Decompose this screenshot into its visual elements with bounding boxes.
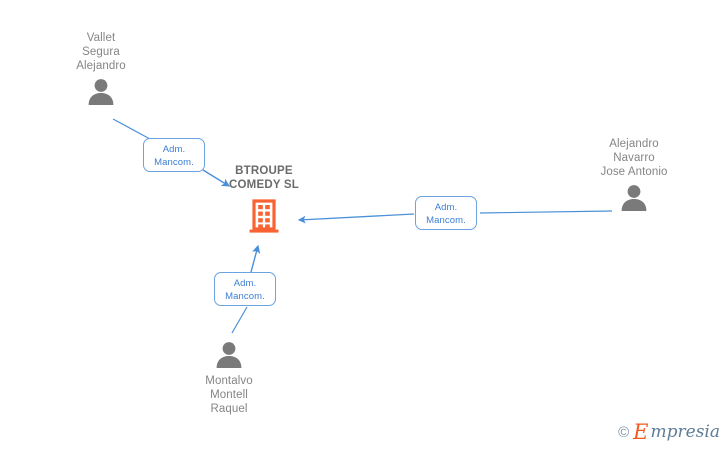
company-node-btroupe-comedy-sl[interactable]: BTROUPE COMEDY SL bbox=[184, 165, 344, 234]
edge-label-to-company-bottom bbox=[250, 244, 261, 273]
edge-vallet-to-label bbox=[112, 118, 151, 140]
person-node-alejandro-navarro-jose-antonio[interactable]: Alejandro Navarro Jose Antonio bbox=[564, 137, 704, 213]
person-icon bbox=[216, 342, 242, 368]
person-label-vallet-segura-alejandro: Vallet Segura Alejandro bbox=[76, 32, 126, 72]
person-label-montalvo-montell-raquel: Montalvo Montell Raquel bbox=[205, 375, 253, 415]
person-node-montalvo-montell-raquel[interactable]: Montalvo Montell Raquel bbox=[159, 336, 299, 416]
brand-name: mpresia bbox=[650, 422, 721, 442]
person-label-alejandro-navarro-jose-antonio: Alejandro Navarro Jose Antonio bbox=[600, 138, 668, 178]
person-icon bbox=[88, 79, 114, 105]
building-icon bbox=[249, 199, 279, 233]
person-node-vallet-segura-alejandro[interactable]: Vallet Segura Alejandro bbox=[31, 31, 171, 107]
brand-initial: E bbox=[633, 420, 649, 444]
company-name: BTROUPE COMEDY SL bbox=[229, 165, 299, 191]
relation-label-montalvo[interactable]: Adm. Mancom. bbox=[214, 272, 276, 306]
person-icon bbox=[621, 185, 647, 211]
copyright-symbol: © bbox=[618, 424, 630, 441]
relation-label-navarro[interactable]: Adm. Mancom. bbox=[415, 196, 477, 230]
empresia-watermark: © E mpresia bbox=[618, 422, 720, 443]
edge-montalvo-to-label bbox=[231, 306, 248, 334]
relation-label-vallet[interactable]: Adm. Mancom. bbox=[143, 138, 205, 172]
